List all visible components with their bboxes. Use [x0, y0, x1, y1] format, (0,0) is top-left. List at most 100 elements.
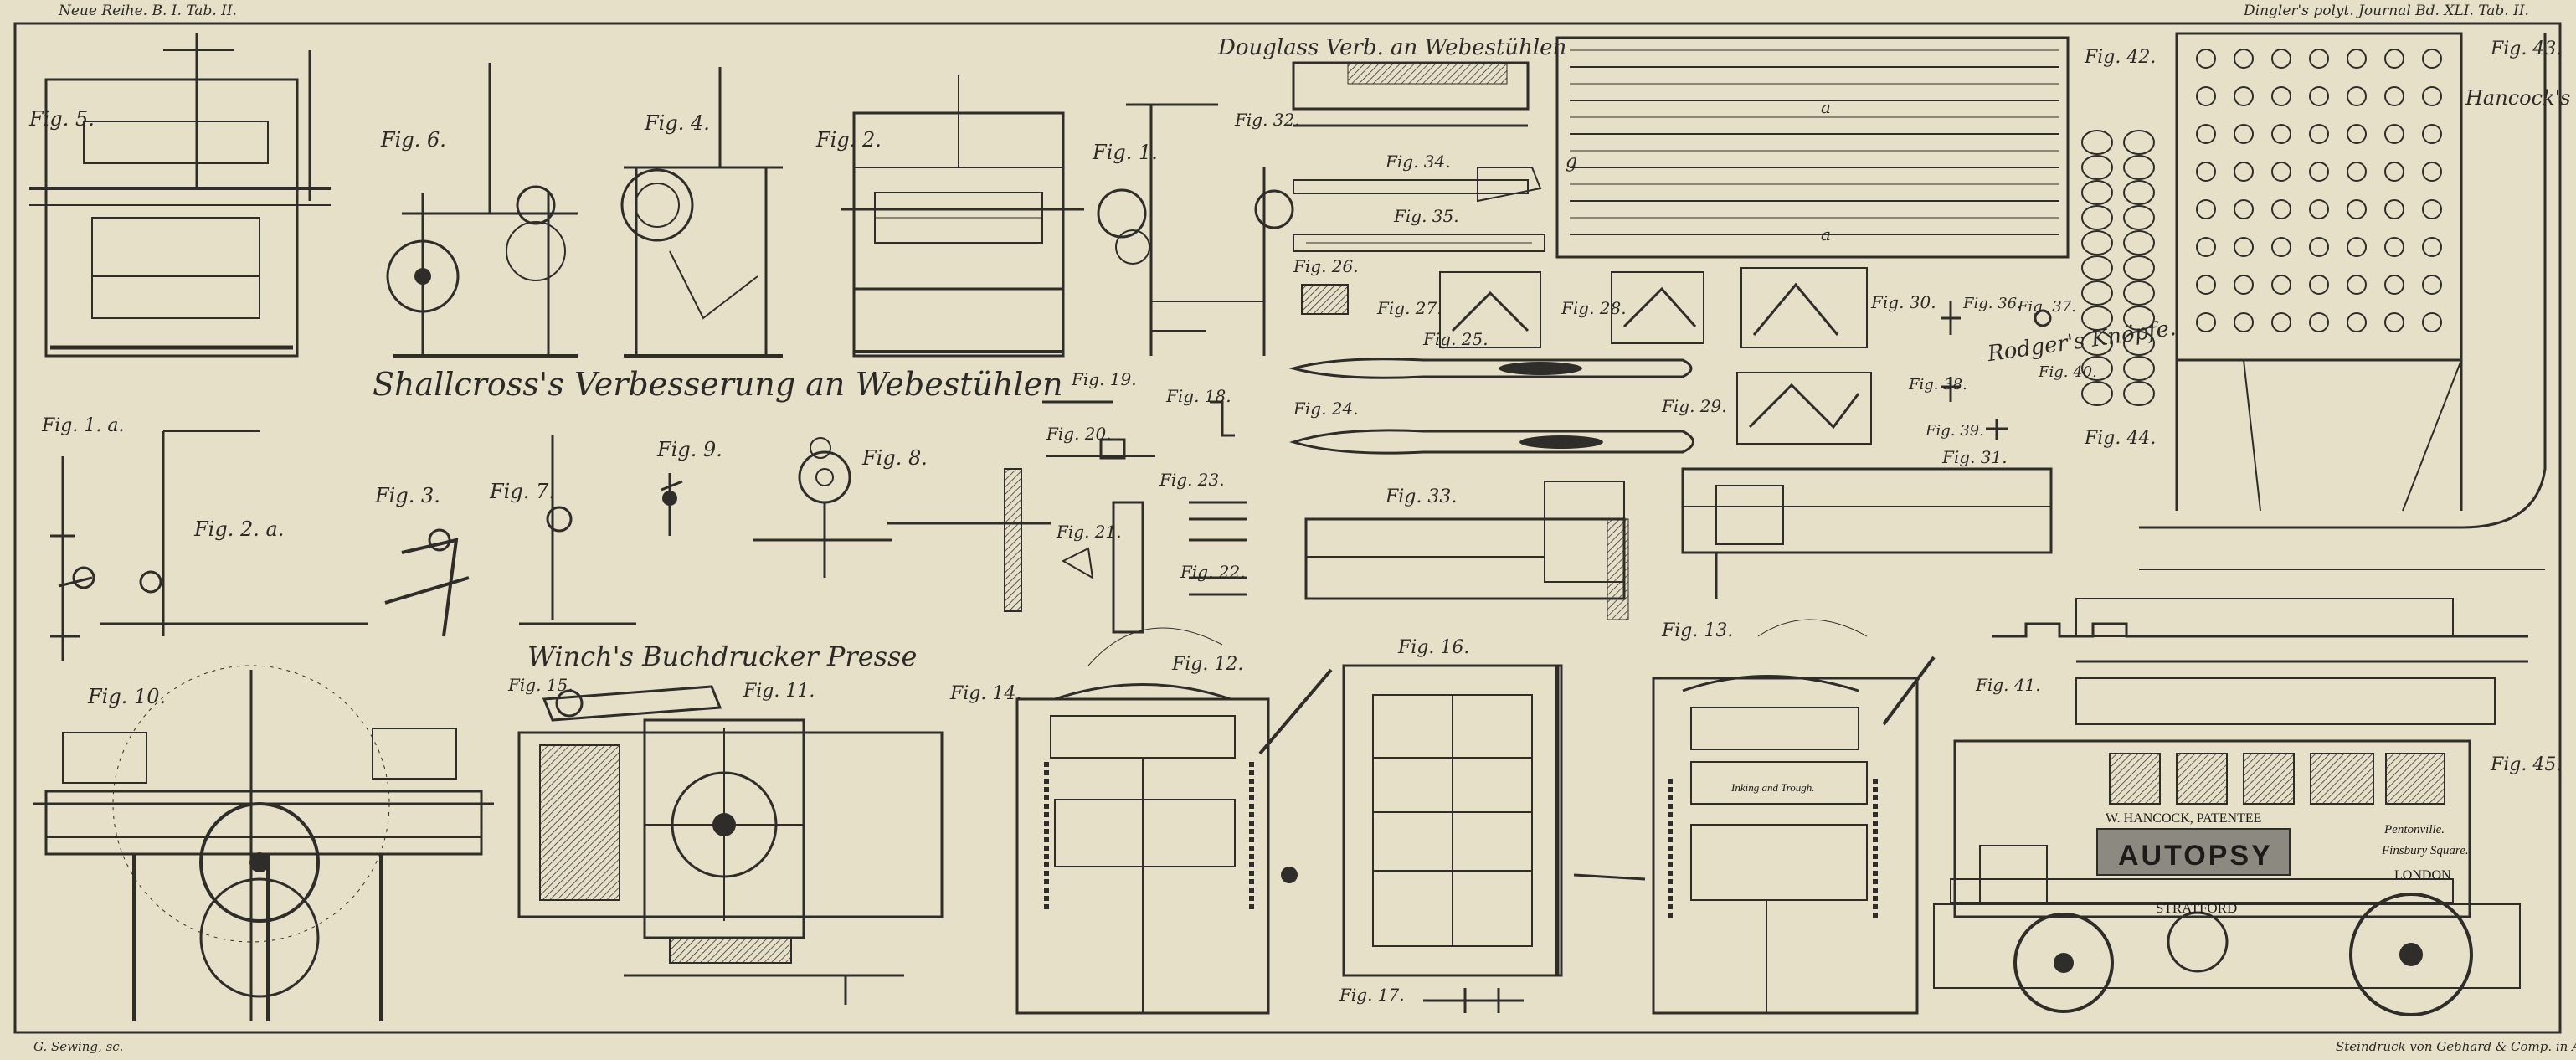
boiler-hole: [2309, 124, 2329, 144]
fig2a-linkage: [100, 430, 368, 636]
boiler-hole: [2309, 312, 2329, 332]
fig23-label: Fig. 23.: [1159, 470, 1225, 490]
boiler-hole: [2234, 124, 2254, 144]
footer-right: Steindruck von Gebhard & Comp. in Augsbu…: [2336, 1039, 2576, 1054]
fig42-grate: a a g: [1555, 36, 2070, 259]
fig30-mechanism: [1740, 267, 1868, 348]
fig45-label: Fig. 45.: [2490, 754, 2562, 775]
boiler-hole: [2422, 86, 2442, 106]
boiler-hole: [2196, 237, 2216, 257]
fig39-label: Fig. 39.: [1925, 422, 1984, 440]
boiler-hole: [2384, 86, 2404, 106]
fig1-loom-side: [1097, 103, 1294, 356]
boiler-hole: [2196, 49, 2216, 69]
boiler-hole: [2384, 162, 2404, 182]
fig18-label: Fig. 18.: [1165, 386, 1231, 406]
boiler-hole: [2234, 199, 2254, 219]
fig22-detail: [1189, 576, 1247, 596]
fig3-label: Fig. 3.: [374, 484, 440, 507]
fig33-frame: [1304, 481, 1629, 620]
boiler-hole: [2271, 86, 2291, 106]
tube-section: [2081, 255, 2113, 280]
boiler-hole: [2271, 199, 2291, 219]
fig7-linkage: [519, 435, 636, 625]
fig26-detail: [1301, 284, 1349, 315]
tube-section: [2123, 306, 2155, 331]
fig12-press: [1015, 627, 1333, 1015]
tube-section: [2123, 155, 2155, 180]
svg-text:a: a: [1821, 97, 1831, 117]
fig5-loom-front: [29, 33, 331, 358]
fig27-mechanism: [1439, 271, 1541, 348]
fig2-label: Fig. 2.: [815, 128, 882, 152]
fig44-label: Fig. 44.: [2084, 428, 2156, 449]
fig21-label: Fig. 21.: [1056, 522, 1122, 542]
tube-section: [2123, 280, 2155, 306]
boiler-hole: [2196, 162, 2216, 182]
fig1-label: Fig. 1.: [1092, 141, 1158, 164]
title-douglass: Douglass Verb. an Webestühlen: [1217, 35, 1566, 60]
fig43-label: Fig. 43.: [2490, 39, 2562, 59]
fig18-detail: [1210, 400, 1235, 437]
tube-section: [2123, 381, 2155, 406]
fig17-label: Fig. 17.: [1339, 985, 1405, 1005]
boiler-hole: [2196, 124, 2216, 144]
fig41-label: Fig. 41.: [1975, 675, 2041, 695]
fig34-label: Fig. 34.: [1385, 152, 1451, 172]
boiler-hole: [2384, 237, 2404, 257]
tube-section: [2081, 381, 2113, 406]
boiler-hole: [2234, 162, 2254, 182]
boiler-hole: [2309, 162, 2329, 182]
fig11-label: Fig. 11.: [743, 681, 815, 702]
tube-section: [2123, 331, 2155, 356]
tube-section: [2123, 255, 2155, 280]
tube-section: [2081, 331, 2113, 356]
boiler-hole: [2422, 312, 2442, 332]
fig24-label: Fig. 24.: [1293, 399, 1359, 419]
carriage-side2: Finsbury Square.: [2381, 844, 2469, 857]
footer-left: G. Sewing, sc.: [33, 1039, 123, 1054]
fig31-frame: [1681, 467, 2053, 599]
fig4-loom-side: [620, 67, 783, 358]
tube-section: [2081, 356, 2113, 381]
boiler-hole: [2196, 86, 2216, 106]
plate-border: [13, 22, 2562, 1034]
boiler-hole: [2234, 275, 2254, 295]
fig13-press: [1573, 619, 1936, 1015]
fig40-label: Fig. 40.: [2038, 363, 2097, 381]
boiler-hole: [2422, 199, 2442, 219]
fig36-button: [1941, 301, 1961, 335]
tube-section: [2081, 230, 2113, 255]
boiler-hole: [2422, 275, 2442, 295]
fig31-label: Fig. 31.: [1941, 447, 2008, 467]
boiler-hole: [2234, 86, 2254, 106]
boiler-hole: [2384, 49, 2404, 69]
boiler-hole: [2384, 124, 2404, 144]
fig4-label: Fig. 4.: [644, 111, 710, 135]
fig35-label: Fig. 35.: [1393, 206, 1459, 226]
boiler-hole: [2271, 275, 2291, 295]
boiler-hole: [2422, 49, 2442, 69]
fig27-label: Fig. 27.: [1376, 298, 1442, 318]
fig5-label: Fig. 5.: [28, 107, 95, 131]
boiler-hole: [2422, 162, 2442, 182]
fig41-rack: [1992, 598, 2528, 725]
boiler-hole: [2422, 124, 2442, 144]
fig28-mechanism: [1611, 271, 1704, 344]
boiler-hole: [2196, 199, 2216, 219]
tube-section: [2081, 130, 2113, 155]
tube-section: [2081, 280, 2113, 306]
fig1a-linkage: [50, 456, 95, 661]
fig37-label: Fig. 37.: [2017, 298, 2076, 316]
fig11-press-plan: [517, 718, 944, 1005]
fig29-mechanism: [1736, 372, 1872, 445]
tube-section: [2081, 306, 2113, 331]
boiler-hole: [2422, 237, 2442, 257]
fig15-press-side: [542, 685, 722, 722]
boiler-hole: [2196, 275, 2216, 295]
fig34-shuttle-part: [1293, 167, 1542, 203]
fig2-loom-front: [841, 75, 1084, 358]
fig1a-label: Fig. 1. a.: [41, 415, 124, 436]
fig45-steam-carriage: [1933, 739, 2521, 1016]
